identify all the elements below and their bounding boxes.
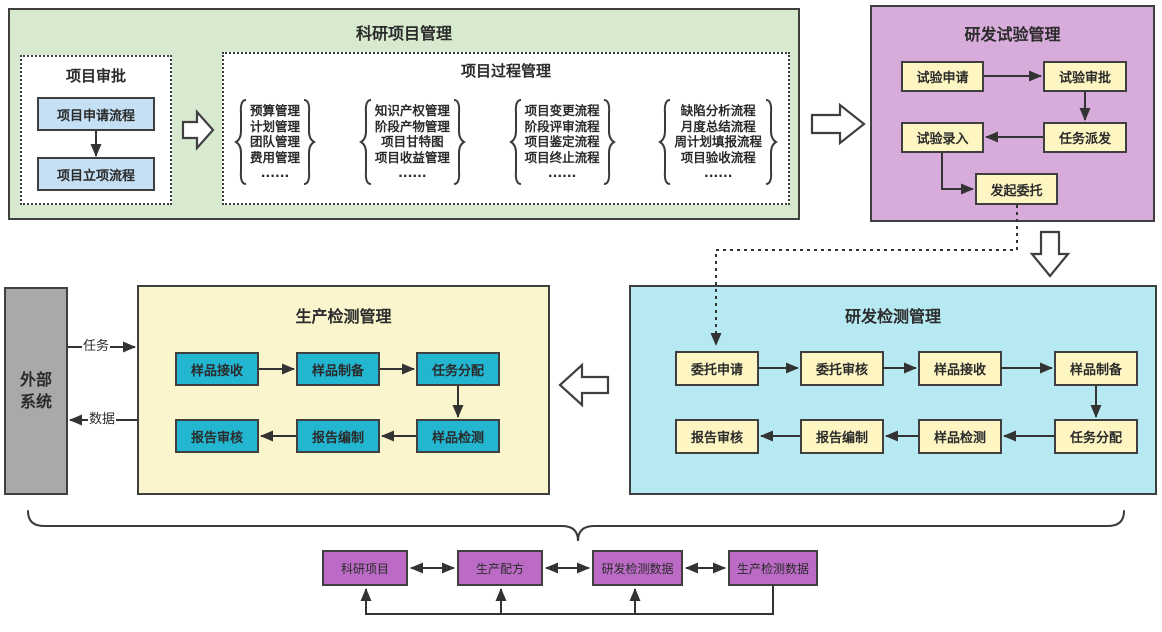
node-prod-sample-prepare: 样品制备	[296, 352, 380, 386]
arrow-feedback-to-project	[360, 586, 774, 615]
process-item: ......	[260, 165, 290, 181]
panel-research-project-title: 科研项目管理	[355, 24, 452, 43]
process-item: 月度总结流程	[680, 118, 756, 134]
group-project-process-title: 项目过程管理	[460, 62, 551, 80]
node-data-research-project: 科研项目	[322, 550, 408, 586]
node-prod-sample-test: 样品检测	[416, 419, 500, 453]
group-project-process: 项目过程管理 预算管理 计划管理 团队管理 费用管理 ...... 知识产权管理…	[222, 52, 790, 205]
brace-group-4: 缺陷分析流程 月度总结流程 周计划填报流程 项目验收流程 ......	[658, 98, 778, 186]
block-arrow-research-to-trial	[810, 102, 866, 146]
process-item: ......	[398, 165, 427, 181]
process-item: 缺陷分析流程	[680, 103, 756, 119]
node-rd-commission-audit: 委托审核	[800, 351, 884, 386]
node-rd-report-compile: 报告编制	[800, 419, 884, 454]
node-trial-apply: 试验申请	[901, 61, 984, 92]
process-item: 阶段评审流程	[524, 118, 600, 134]
right-brace-icon	[303, 99, 316, 185]
process-item: ......	[547, 165, 577, 181]
node-project-apply-flow: 项目申请流程	[37, 97, 155, 131]
process-item: 项目收益管理	[374, 149, 450, 165]
block-arrow-rd-to-production	[558, 362, 610, 408]
process-item: 团队管理	[250, 134, 301, 150]
external-system-label-line1: 外部	[19, 370, 52, 389]
left-brace-icon	[658, 99, 671, 185]
group-project-approval-title: 项目审批	[65, 67, 126, 85]
node-trial-audit: 试验审批	[1043, 61, 1127, 92]
node-trial-entry: 试验录入	[901, 122, 984, 153]
node-rd-sample-receive: 样品接收	[918, 351, 1002, 386]
node-task-dispatch: 任务派发	[1043, 122, 1127, 153]
link-label-task: 任务	[82, 339, 111, 354]
node-prod-sample-receive: 样品接收	[175, 352, 259, 386]
node-rd-task-assign: 任务分配	[1054, 419, 1138, 454]
panel-production-testing-title: 生产检测管理	[295, 307, 392, 326]
process-item: 费用管理	[250, 149, 301, 165]
node-rd-report-review: 报告审核	[675, 419, 759, 454]
brace-group-2: 知识产权管理 阶段产物管理 项目甘特图 项目收益管理 ......	[358, 98, 466, 186]
node-project-setup-flow: 项目立项流程	[37, 157, 155, 191]
node-rd-sample-prepare: 样品制备	[1054, 351, 1138, 386]
node-rd-commission-apply: 委托申请	[675, 351, 759, 386]
process-item: ......	[703, 165, 733, 181]
panel-rd-testing-title: 研发检测管理	[844, 307, 941, 326]
node-prod-task-assign: 任务分配	[416, 352, 500, 386]
right-brace-icon	[765, 99, 778, 185]
external-system-label-line2: 系统	[19, 392, 52, 411]
node-rd-sample-test: 样品检测	[918, 419, 1002, 454]
brace-group-3: 项目变更流程 阶段评审流程 项目鉴定流程 项目终止流程 ......	[508, 98, 616, 186]
node-start-commission: 发起委托	[975, 173, 1058, 205]
process-item: 项目变更流程	[524, 103, 600, 119]
node-prod-report-review: 报告审核	[175, 419, 259, 453]
right-brace-icon	[603, 99, 616, 185]
panel-rd-trial-title: 研发试验管理	[964, 25, 1061, 44]
left-brace-icon	[234, 99, 247, 185]
panel-production-testing: 生产检测管理	[137, 285, 550, 495]
process-brace-groups: 预算管理 计划管理 团队管理 费用管理 ...... 知识产权管理 阶段产物管理…	[234, 98, 778, 186]
node-data-rd-testing-data: 研发检测数据	[592, 550, 683, 586]
node-data-production-formula: 生产配方	[457, 550, 543, 586]
left-brace-icon	[358, 99, 371, 185]
process-item: 阶段产物管理	[374, 118, 450, 134]
left-brace-icon	[508, 99, 521, 185]
process-item: 项目验收流程	[680, 149, 756, 165]
brace-group-1: 预算管理 计划管理 团队管理 费用管理 ......	[234, 98, 316, 186]
process-item: 项目终止流程	[524, 149, 600, 165]
node-external-system: 外部 系统	[4, 287, 68, 495]
bottom-brace-icon	[27, 510, 1125, 542]
block-arrow-trial-to-rd-testing	[1029, 230, 1071, 278]
node-prod-report-compile: 报告编制	[296, 419, 380, 453]
right-brace-icon	[453, 99, 466, 185]
process-item: 项目鉴定流程	[524, 134, 600, 150]
link-label-data: 数据	[88, 412, 117, 427]
node-data-production-testing-data: 生产检测数据	[728, 550, 818, 586]
panel-rd-testing: 研发检测管理	[629, 285, 1157, 495]
process-item: 计划管理	[250, 118, 301, 134]
process-item: 知识产权管理	[374, 103, 450, 119]
process-item: 项目甘特图	[381, 134, 444, 150]
process-item: 周计划填报流程	[674, 134, 762, 150]
process-item: 预算管理	[250, 103, 301, 119]
